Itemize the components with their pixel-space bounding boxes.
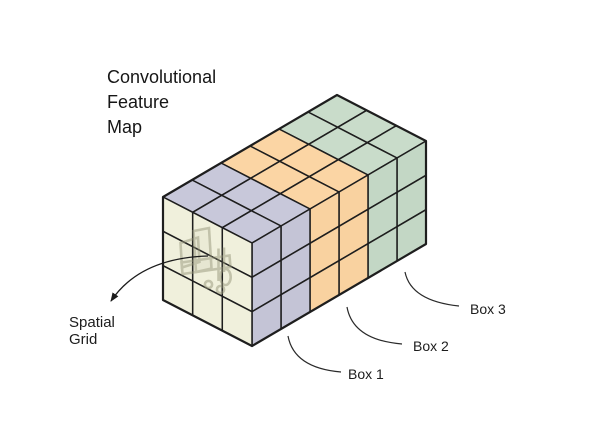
box1-leader-line [287,335,342,373]
sketch-loop [215,284,226,295]
box3-label: Box 3 [470,301,506,317]
feature-map-cuboid [161,93,428,348]
spatial-grid-label-line: Spatial [69,314,115,331]
diagram-title-line: Map [107,117,142,137]
diagram-title-line: Feature [107,92,169,112]
ghost-object-sketch-icon [179,226,233,295]
sketch-ring [219,267,233,287]
spatial-grid-arrow [110,255,209,302]
spatial-grid-label-line: Grid [69,331,97,348]
cuboid-outline [161,93,428,348]
sketch-loop [203,279,214,290]
box3-leader-line [404,271,460,307]
box1-label: Box 1 [348,366,384,382]
diagram-title-line: Convolutional [107,67,216,87]
box2-label: Box 2 [413,338,449,354]
box2-leader-line [346,306,403,345]
